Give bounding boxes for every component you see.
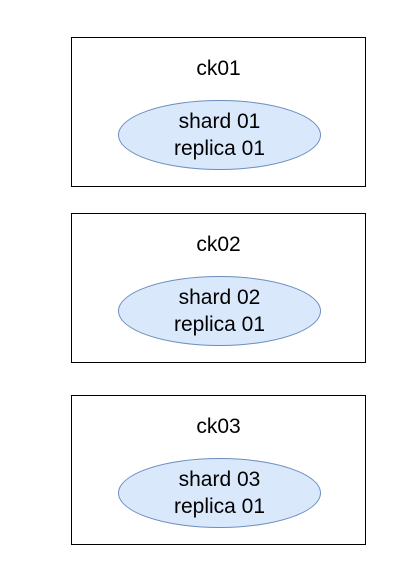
- node-box-ck02: ck02 shard 02 replica 01: [71, 213, 366, 363]
- replica-label: replica 01: [173, 495, 266, 518]
- shard-label: shard 01: [178, 110, 261, 133]
- node-title: ck01: [196, 57, 241, 80]
- replica-label: replica 01: [173, 137, 266, 160]
- node-title: ck03: [196, 415, 241, 438]
- shard-label: shard 02: [178, 286, 261, 309]
- shard-ellipse: shard 03 replica 01: [118, 458, 321, 528]
- shard-label: shard 03: [178, 468, 261, 491]
- node-title: ck02: [196, 233, 241, 256]
- node-box-ck01: ck01 shard 01 replica 01: [71, 37, 366, 187]
- shard-ellipse: shard 02 replica 01: [118, 276, 321, 346]
- shard-ellipse: shard 01 replica 01: [118, 100, 321, 170]
- replica-label: replica 01: [173, 313, 266, 336]
- node-box-ck03: ck03 shard 03 replica 01: [71, 395, 366, 545]
